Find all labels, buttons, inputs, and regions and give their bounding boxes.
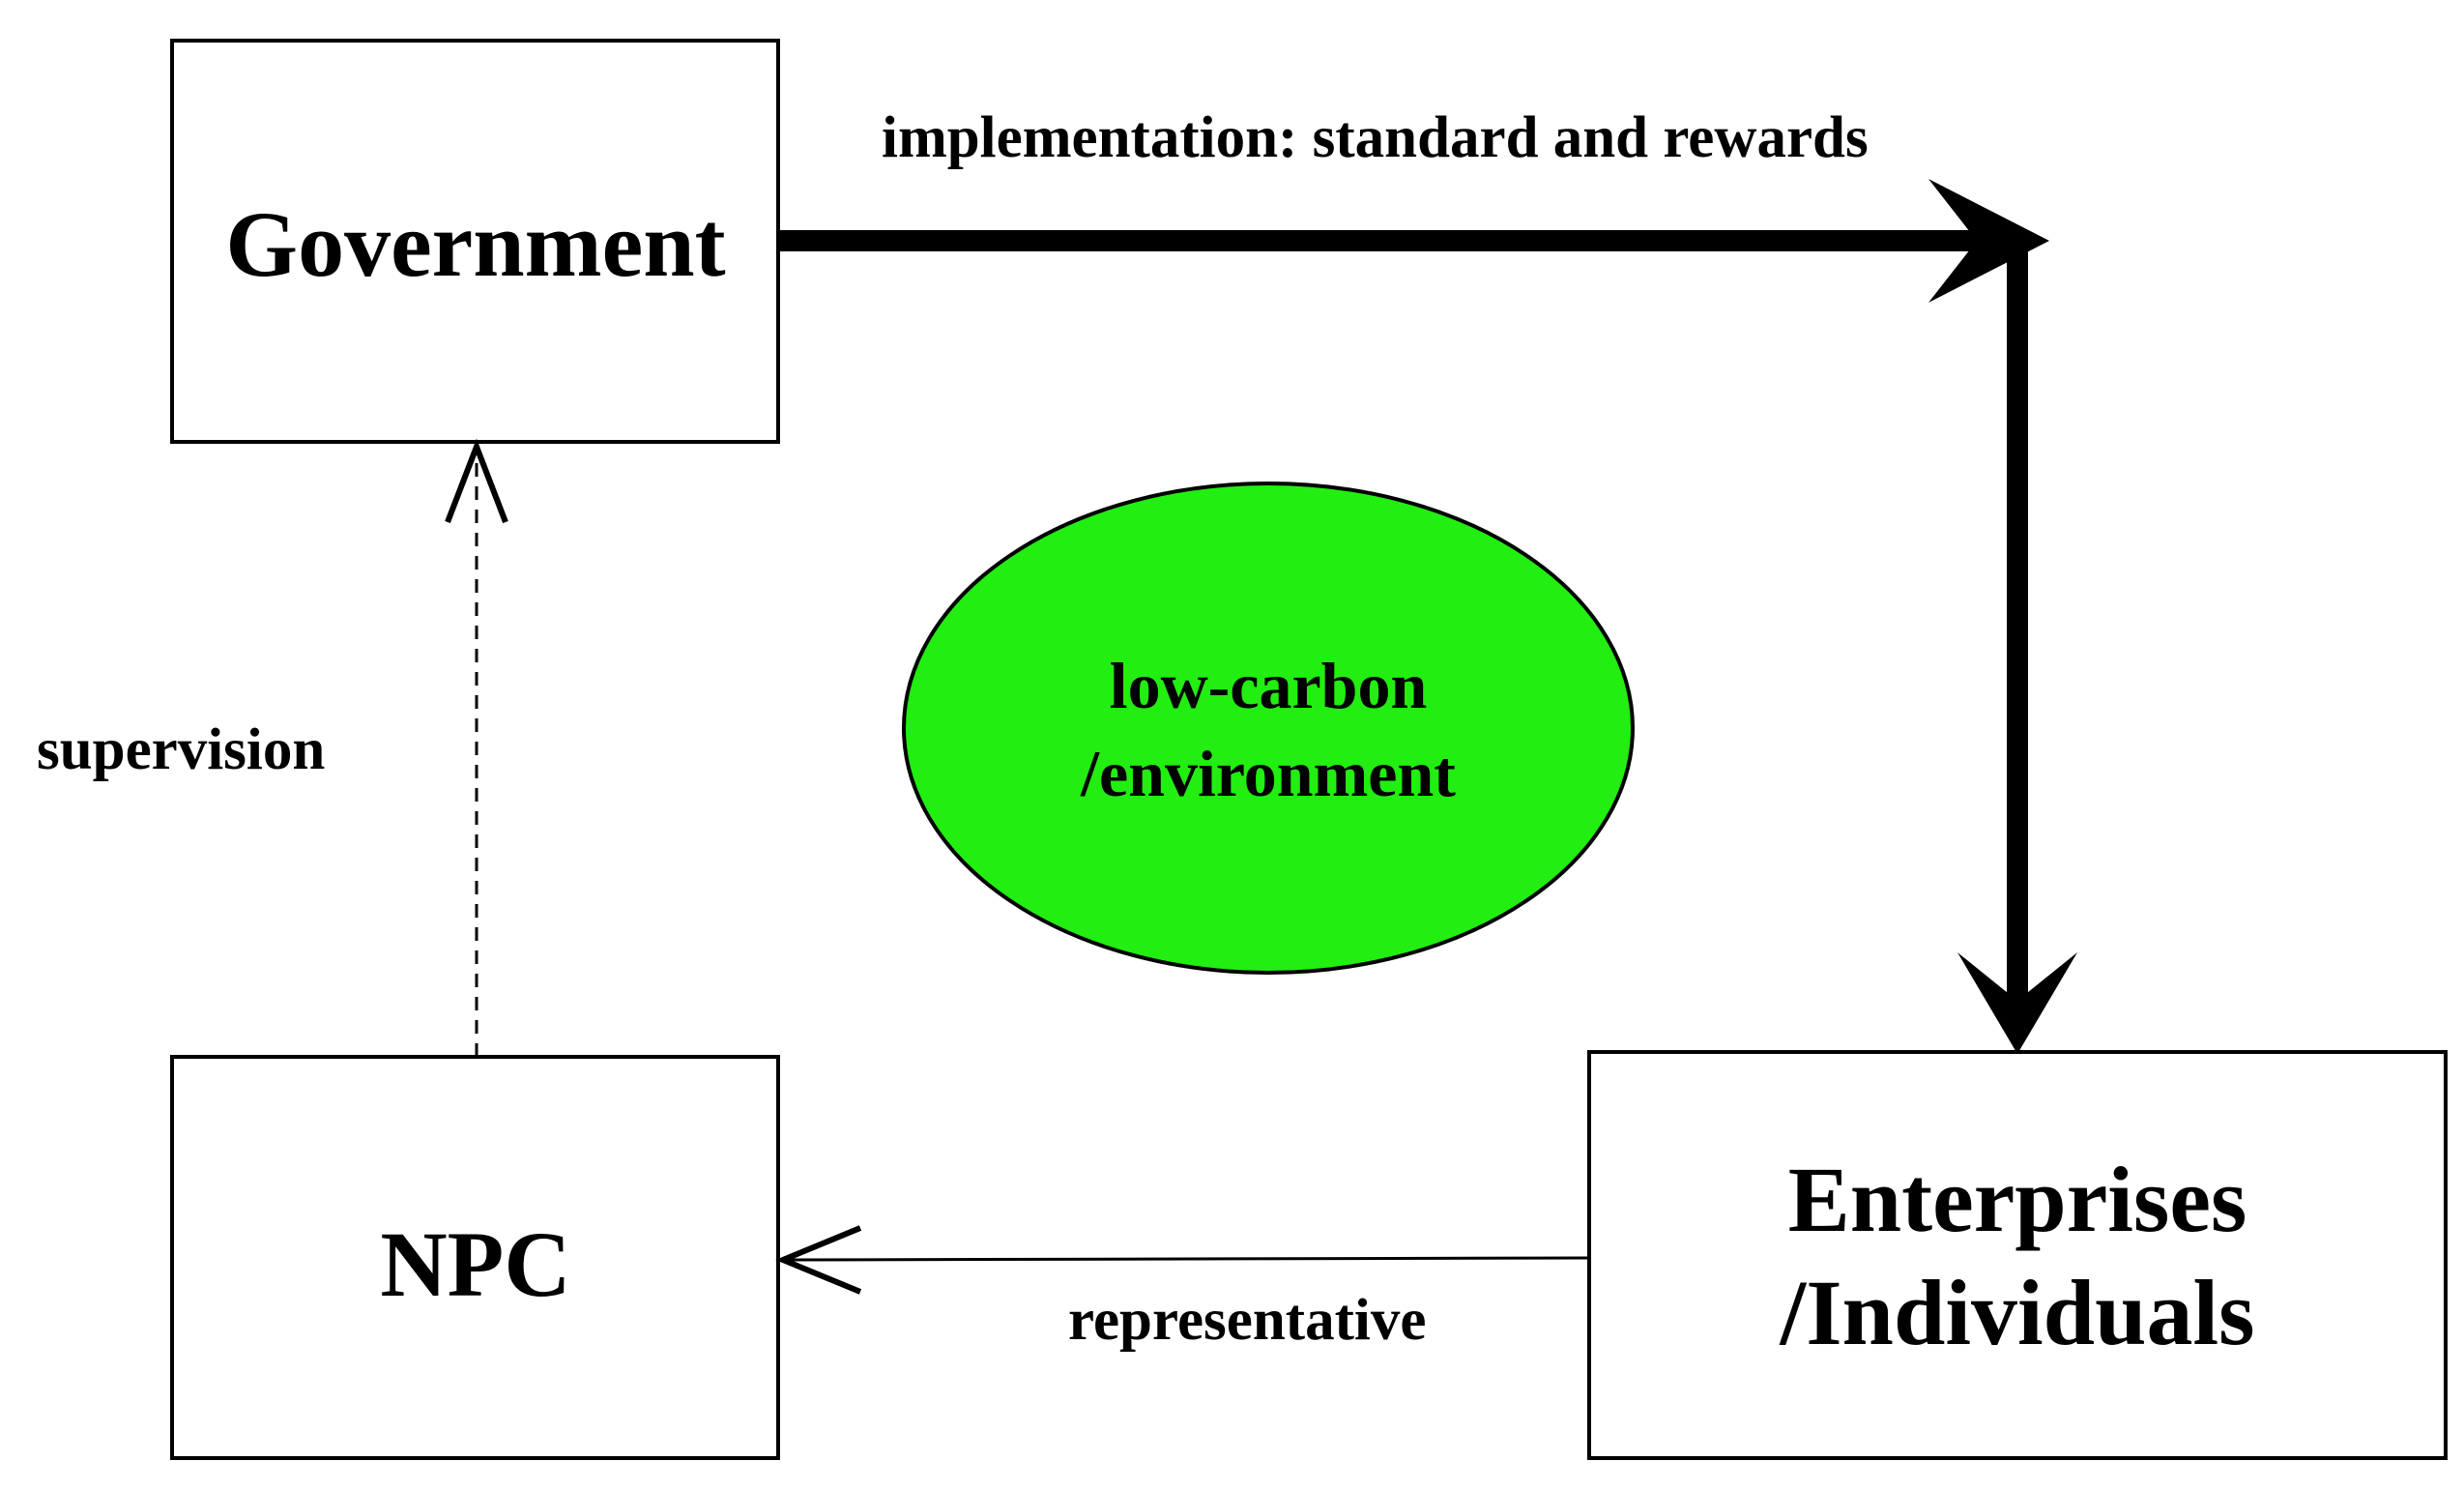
low-carbon-ellipse [902,482,1635,975]
government-label: Government [225,192,725,296]
supervision-edge[interactable]: supervision [37,438,508,1057]
supervision-label: supervision [37,717,325,782]
government-node[interactable]: Government [170,39,780,444]
low-carbon-label-line2: /environment [1080,737,1456,810]
supervision-arrowhead [445,438,508,524]
enterprises-label-line1: Enterprises [1788,1148,2247,1251]
implementation-label: implementation: standard and rewards [882,105,1869,170]
implementation-edge[interactable]: implementation: standard and rewards [778,105,2077,1054]
implementation-vertical-arrowhead [1957,952,2077,1054]
npc-node[interactable]: NPC [170,1055,780,1460]
low-carbon-node[interactable]: low-carbon /environment [902,482,1635,975]
npc-label: NPC [380,1212,570,1316]
representative-arrowhead [775,1225,862,1295]
implementation-horizontal-arrowhead [1928,179,2049,303]
enterprises-label-line2: /Individuals [1780,1261,2255,1364]
low-carbon-label-line1: low-carbon [1110,649,1428,722]
representative-line [787,1256,1590,1262]
representative-edge[interactable]: representative [775,1225,1590,1353]
representative-label: representative [1068,1288,1426,1353]
enterprises-box [1587,1050,2448,1460]
enterprises-node[interactable]: Enterprises /Individuals [1587,1050,2448,1460]
